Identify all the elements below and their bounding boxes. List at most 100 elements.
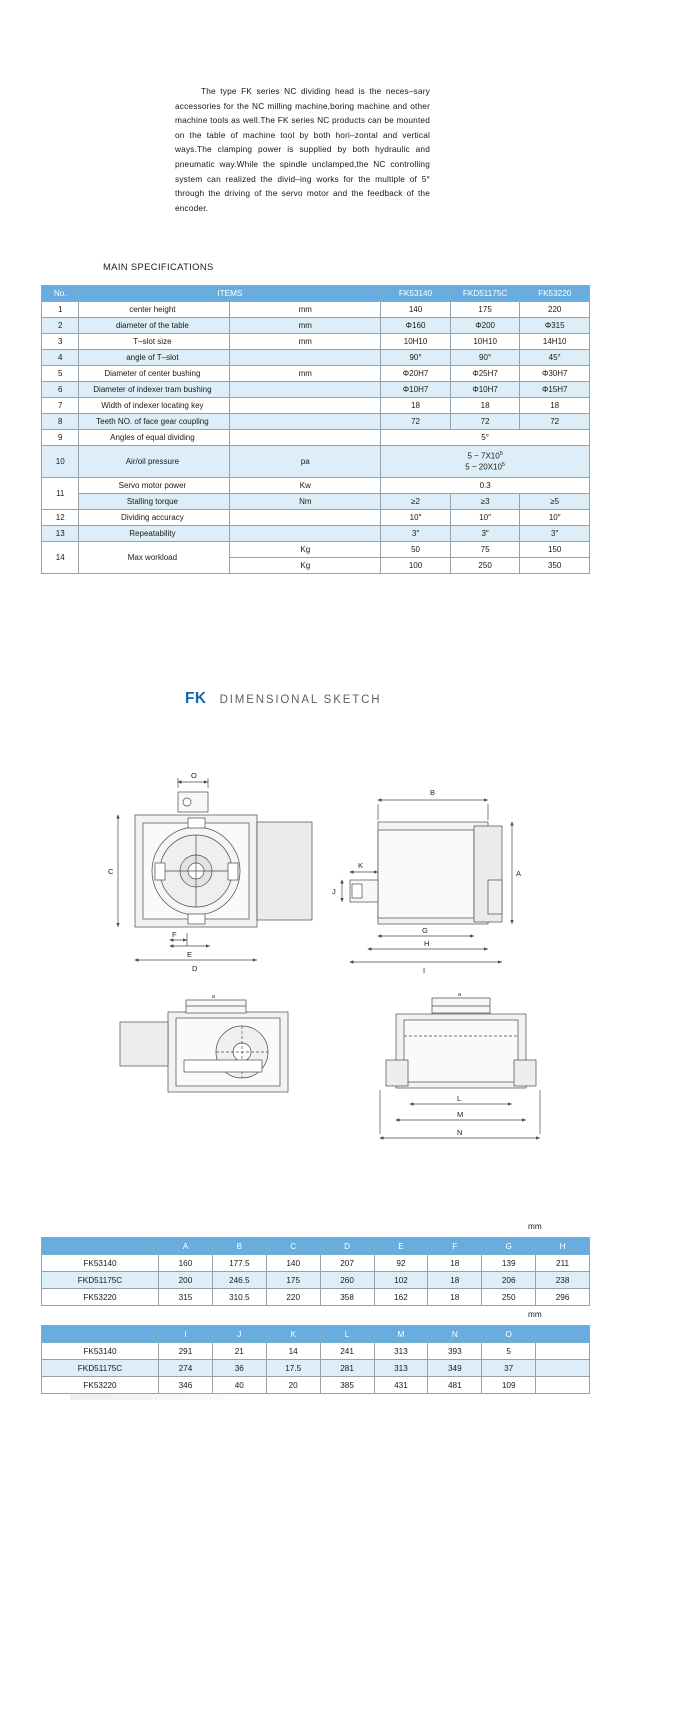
row-value-3: 45°	[519, 349, 590, 366]
cell-blank	[535, 1359, 590, 1377]
row-value-2: Φ200	[449, 317, 521, 334]
callout-D: D	[192, 964, 198, 973]
cell-h: 238	[535, 1271, 590, 1289]
cell-a: 160	[158, 1254, 213, 1272]
column-header-o: O	[481, 1325, 537, 1343]
callout-G: G	[422, 926, 428, 935]
row-no: 14	[40, 541, 80, 574]
row-value-3: Φ15H7	[519, 381, 590, 398]
cell-n: 393	[427, 1342, 483, 1360]
row-unit: Nm	[229, 493, 382, 510]
row-unit: Kg	[229, 541, 382, 558]
row-no: 1	[40, 301, 80, 318]
table-row: 11 Servo motor power Kw 0.3	[40, 477, 590, 510]
row-value-1: ≥2	[380, 493, 451, 510]
cell-blank	[535, 1376, 590, 1394]
cell-g: 139	[481, 1254, 537, 1272]
row-value-3: 18	[519, 397, 590, 414]
row-value-3: 10″	[519, 509, 590, 526]
pressure-exp-1: 5	[499, 450, 503, 457]
cell-d: 260	[319, 1271, 375, 1289]
cell-o: 109	[481, 1376, 537, 1394]
dividing-head-drawing-svg: O C F E D B A K J G H	[108, 771, 541, 1140]
row-model: FK53220	[41, 1376, 159, 1394]
row-value-3: 14H10	[519, 333, 590, 350]
row-unit: mm	[229, 333, 382, 350]
unit-label-mm-2: mm	[528, 1310, 542, 1319]
row-item: T–slot size	[78, 333, 231, 350]
row-value-1: Φ20H7	[380, 365, 451, 382]
cell-f: 18	[427, 1271, 483, 1289]
main-specifications-title: MAIN SPECIFICATIONS	[103, 261, 214, 272]
row-model: FKD51175C	[41, 1271, 159, 1289]
cell-blank	[535, 1342, 590, 1360]
row-value-1: 50	[380, 541, 451, 558]
table-row: 2 diameter of the table mm Φ160 Φ200 Φ31…	[40, 317, 590, 334]
row-no: 5	[40, 365, 80, 382]
callout-J: J	[332, 887, 336, 896]
pressure-line-2: 5 ~ 20X10	[465, 462, 502, 472]
row-model: FK53140	[41, 1254, 159, 1272]
table-row: FK53220 346 40 20 385 431 481 109	[41, 1376, 590, 1394]
row-value-1: 72	[380, 413, 451, 430]
row-item: diameter of the table	[78, 317, 231, 334]
row-no: 3	[40, 333, 80, 350]
row-value-3: ≥5	[519, 493, 590, 510]
row-item: Width of indexer locating key	[78, 397, 231, 414]
row-model: FK53140	[41, 1342, 159, 1360]
row-item: Diameter of center bushing	[78, 365, 231, 382]
table-row: 14 Max workload Kg 50 75 150	[40, 541, 590, 574]
cell-a: 315	[158, 1288, 213, 1306]
row-model: FK53220	[41, 1288, 159, 1306]
table-row: FK53220 315 310.5 220 358 162 18 250 296	[41, 1288, 590, 1306]
cell-l: 241	[319, 1342, 375, 1360]
column-header-f: F	[427, 1237, 483, 1255]
row-no: 2	[40, 317, 80, 334]
cell-o: 37	[481, 1359, 537, 1377]
cell-b: 246.5	[211, 1271, 267, 1289]
cell-l: 385	[319, 1376, 375, 1394]
table-row: FK53140 160 177.5 140 207 92 18 139 211	[41, 1254, 590, 1272]
row-value-2: 10″	[449, 509, 521, 526]
column-header-l: L	[319, 1325, 375, 1343]
column-header-d: D	[319, 1237, 375, 1255]
row-unit	[229, 397, 382, 414]
cell-d: 207	[319, 1254, 375, 1272]
cell-o: 5	[481, 1342, 537, 1360]
table-row: 6 Diameter of indexer tram bushing Φ10H7…	[40, 381, 590, 398]
table-header-row: No. ITEMS FK53140 FKD51175C FK53220	[40, 285, 590, 302]
row-unit: mm	[229, 317, 382, 334]
cell-k: 14	[265, 1342, 321, 1360]
row-value-3: 150	[519, 541, 590, 558]
cell-c: 140	[265, 1254, 321, 1272]
column-header-model	[41, 1325, 159, 1343]
table-row: 3 T–slot size mm 10H10 10H10 14H10	[40, 333, 590, 350]
row-no: 8	[40, 413, 80, 430]
dimensional-sketch-drawing: O C F E D B A K J G H	[60, 760, 630, 1180]
callout-I: I	[423, 966, 425, 975]
row-value-2: 10H10	[449, 333, 521, 350]
intro-paragraph: The type FK series NC dividing head is t…	[175, 86, 430, 213]
column-header-e: E	[373, 1237, 429, 1255]
row-value-1: 100	[380, 557, 451, 574]
row-value-1: 10″	[380, 509, 451, 526]
cell-e: 102	[373, 1271, 429, 1289]
row-value-2: 72	[449, 413, 521, 430]
column-header-model-3: FK53220	[519, 285, 590, 302]
row-value-merged: 0.3	[380, 477, 590, 494]
table-row: 1 center height mm 140 175 220	[40, 301, 590, 318]
row-no: 9	[40, 429, 80, 446]
row-value-3: Φ315	[519, 317, 590, 334]
row-value-1: Φ10H7	[380, 381, 451, 398]
callout-M: M	[457, 1110, 463, 1119]
row-value-3: 350	[519, 557, 590, 574]
table-row: 9 Angles of equal dividing 5°	[40, 429, 590, 446]
pressure-line-1: 5 ~ 7X10	[467, 451, 500, 461]
row-model: FKD51175C	[41, 1359, 159, 1377]
row-value-1: 140	[380, 301, 451, 318]
row-unit: pa	[229, 445, 382, 478]
cell-k: 20	[265, 1376, 321, 1394]
row-no: 10	[40, 445, 80, 478]
cell-e: 92	[373, 1254, 429, 1272]
column-header-blank	[535, 1325, 590, 1343]
